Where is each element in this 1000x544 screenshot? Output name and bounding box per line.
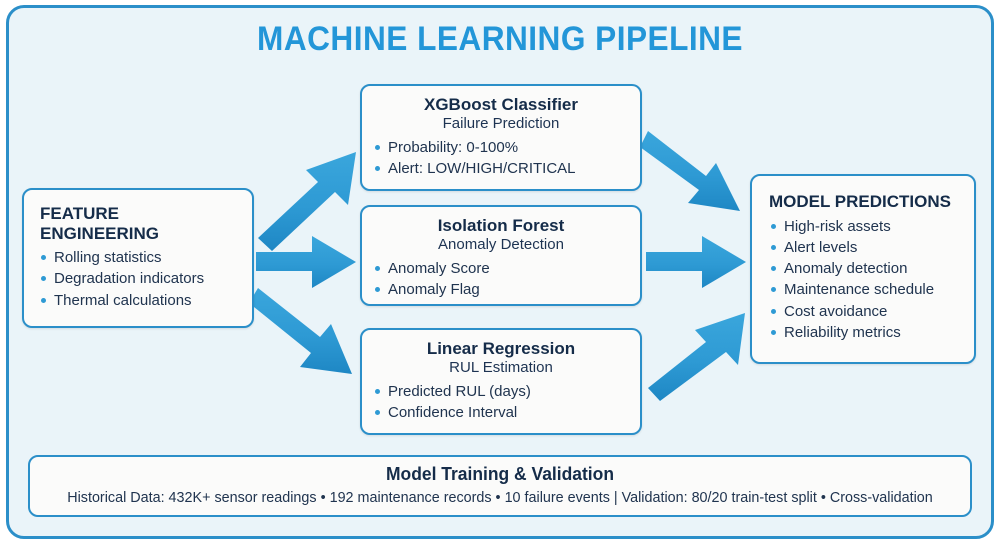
list-item: Thermal calculations bbox=[38, 290, 240, 311]
node-bullet-list: Predicted RUL (days) Confidence Interval bbox=[372, 381, 630, 424]
node-title: Isolation Forest bbox=[437, 216, 565, 235]
node-model-predictions[interactable]: MODEL PREDICTIONS High-risk assets Alert… bbox=[750, 174, 976, 364]
node-title: XGBoost Classifier bbox=[424, 95, 578, 114]
node-feature-engineering[interactable]: FEATURE ENGINEERING Rolling statistics D… bbox=[22, 188, 254, 328]
training-validation-banner[interactable]: Model Training & Validation Historical D… bbox=[28, 455, 972, 517]
diagram-title: MACHINE LEARNING PIPELINE bbox=[257, 20, 743, 58]
node-subtitle: RUL Estimation bbox=[449, 358, 553, 376]
node-title: FEATURE ENGINEERING bbox=[40, 204, 160, 243]
node-title: Linear Regression bbox=[426, 339, 576, 358]
node-subtitle: Failure Prediction bbox=[442, 114, 560, 132]
list-item: Alert levels bbox=[768, 237, 964, 258]
node-bullet-list: Rolling statistics Degradation indicator… bbox=[38, 247, 240, 311]
node-bullet-list: Probability: 0-100% Alert: LOW/HIGH/CRIT… bbox=[372, 137, 630, 180]
list-item: Anomaly Score bbox=[372, 258, 630, 279]
list-item: Confidence Interval bbox=[372, 402, 630, 423]
list-item: Anomaly detection bbox=[768, 258, 964, 279]
banner-title: Model Training & Validation bbox=[386, 464, 614, 484]
node-xgboost-classifier[interactable]: XGBoost Classifier Failure Prediction Pr… bbox=[360, 84, 642, 191]
list-item: Rolling statistics bbox=[38, 247, 240, 268]
list-item: Probability: 0-100% bbox=[372, 137, 630, 158]
node-bullet-list: Anomaly Score Anomaly Flag bbox=[372, 258, 630, 301]
list-item: Reliability metrics bbox=[768, 322, 964, 343]
node-bullet-list: High-risk assets Alert levels Anomaly de… bbox=[768, 216, 964, 344]
list-item: Degradation indicators bbox=[38, 268, 240, 289]
node-linear-regression[interactable]: Linear Regression RUL Estimation Predict… bbox=[360, 328, 642, 435]
node-title: MODEL PREDICTIONS bbox=[769, 192, 951, 211]
node-subtitle: Anomaly Detection bbox=[438, 235, 564, 253]
list-item: Maintenance schedule bbox=[768, 279, 964, 300]
banner-details: Historical Data: 432K+ sensor readings •… bbox=[67, 490, 933, 506]
list-item: High-risk assets bbox=[768, 216, 964, 237]
list-item: Predicted RUL (days) bbox=[372, 381, 630, 402]
list-item: Alert: LOW/HIGH/CRITICAL bbox=[372, 158, 630, 179]
list-item: Anomaly Flag bbox=[372, 279, 630, 300]
node-isolation-forest[interactable]: Isolation Forest Anomaly Detection Anoma… bbox=[360, 205, 642, 306]
list-item: Cost avoidance bbox=[768, 301, 964, 322]
